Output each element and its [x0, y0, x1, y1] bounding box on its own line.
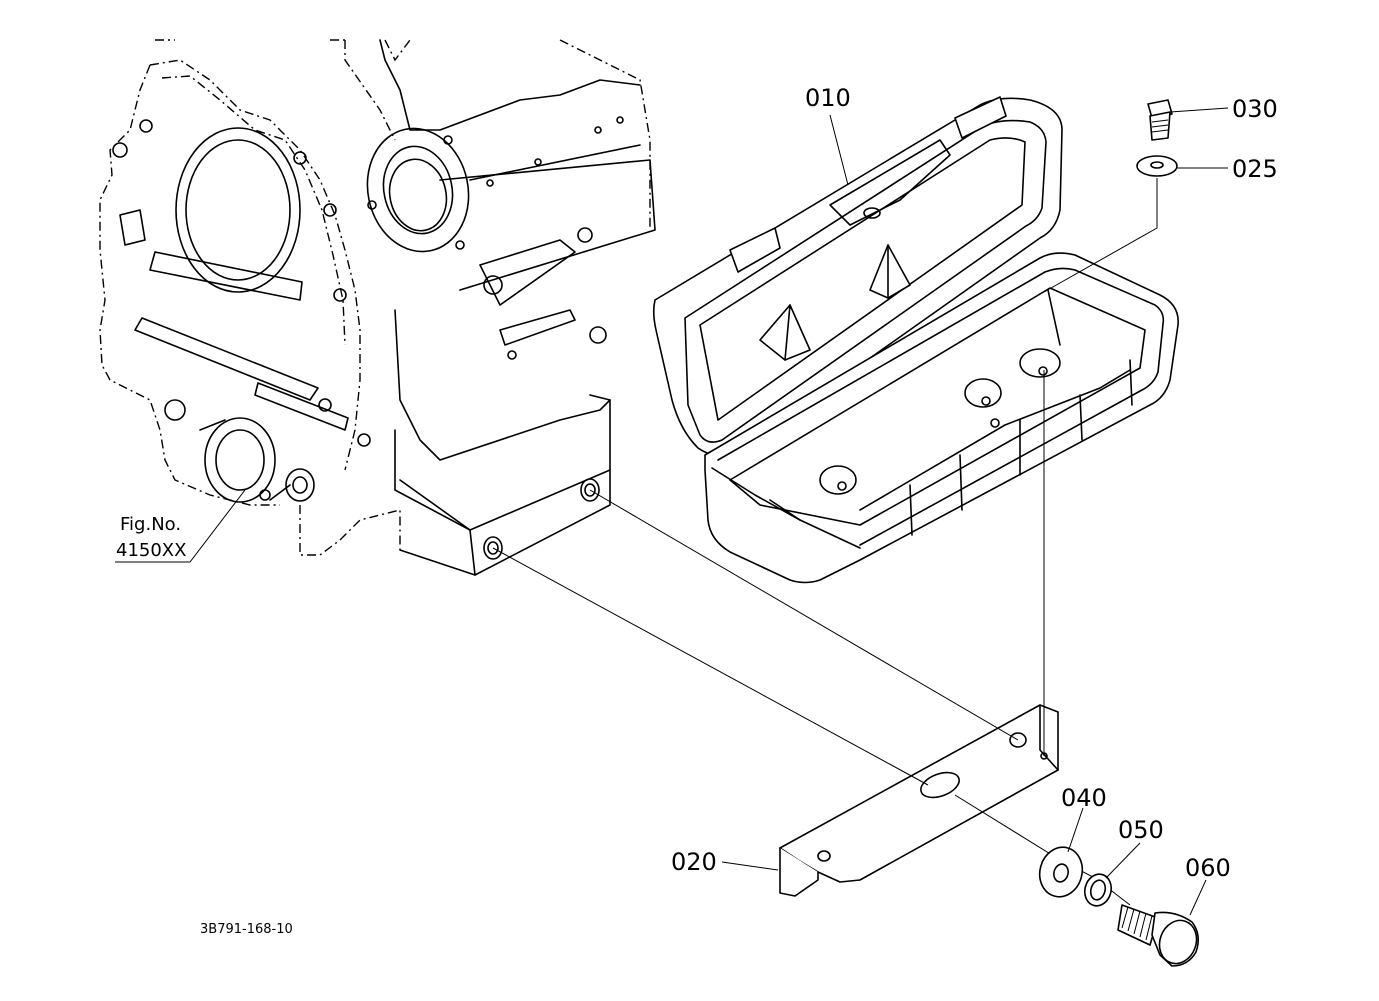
tool-box-010 — [652, 96, 1179, 584]
engine-gear-case — [99, 39, 656, 576]
washer-040 — [1038, 846, 1084, 898]
callout-060: 060 — [1185, 854, 1231, 882]
figure-ref-line2: 4150XX — [116, 540, 186, 561]
callout-050: 050 — [1118, 816, 1164, 844]
leader-lines — [115, 107, 1229, 916]
washer-025 — [1136, 155, 1178, 177]
callout-020: 020 — [671, 848, 717, 876]
figure-ref-line1: Fig.No. — [120, 514, 181, 535]
bracket-020 — [779, 704, 1059, 897]
callout-025: 025 — [1232, 155, 1278, 183]
bolt-030 — [1147, 99, 1173, 141]
bolt-060 — [1117, 904, 1200, 967]
callout-010: 010 — [805, 84, 851, 112]
assembly-line-025 — [1043, 178, 1158, 293]
callout-labels: 010 030 025 040 050 020 060 — [671, 84, 1278, 882]
spring-washer-050 — [1083, 873, 1113, 907]
callout-040: 040 — [1061, 784, 1107, 812]
figure-reference: Fig.No. 4150XX — [116, 514, 186, 561]
drawing-code: 3B791-168-10 — [200, 922, 293, 937]
callout-030: 030 — [1232, 95, 1278, 123]
